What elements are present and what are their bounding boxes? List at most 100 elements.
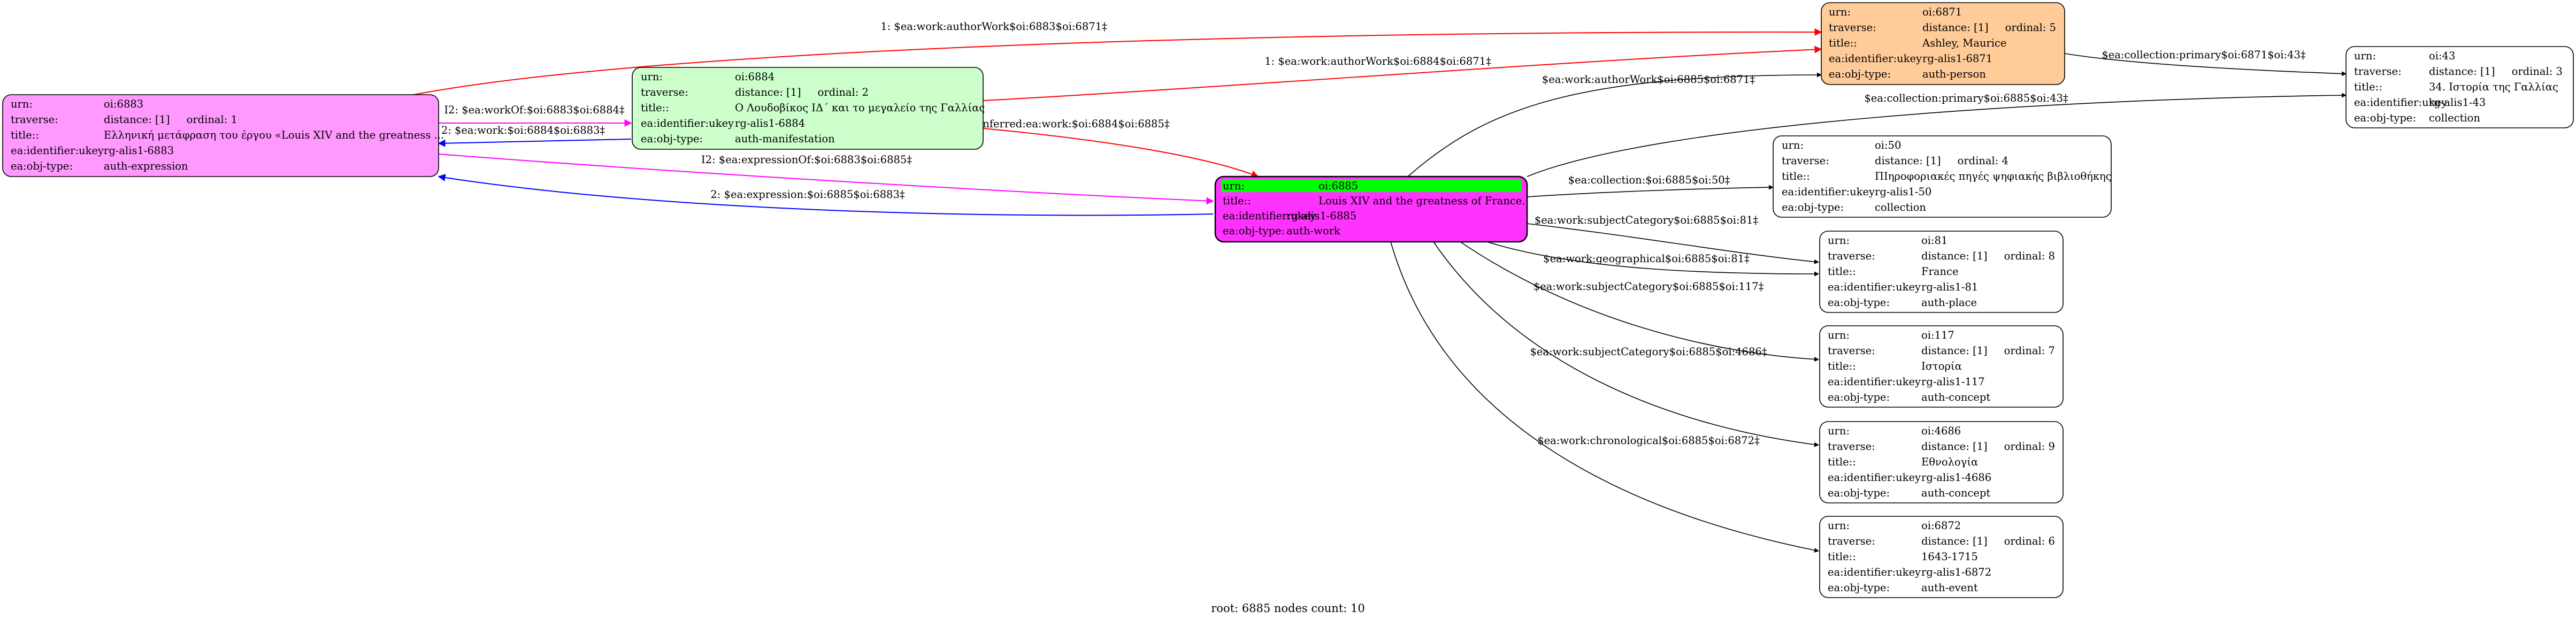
node-6884-key-2: title::	[641, 102, 669, 114]
node-6871-val-0: oi:6871	[1922, 6, 1962, 18]
node-4686-key-4: ea:obj-type:	[1828, 487, 1890, 499]
node-81-key-2: title::	[1828, 265, 1856, 278]
node-50-val-1: distance: [1] ordinal: 4	[1875, 155, 2008, 167]
node-43-key-2: title::	[2354, 81, 2382, 93]
node-6884-val-0: oi:6884	[735, 71, 775, 83]
node-50-key-1: traverse:	[1782, 155, 1829, 167]
node-oi-81[interactable]: urn: oi:81 traverse: distance: [1] ordin…	[1819, 231, 2064, 313]
node-50-key-0: urn:	[1782, 139, 1804, 151]
node-6885-key-3: ea:obj-type:	[1223, 225, 1285, 237]
edge-label-6884-6871: 1: $ea:work:authorWork$oi:6884$oi:6871‡	[1264, 55, 1491, 67]
node-4686-val-0: oi:4686	[1921, 425, 1961, 437]
edge-label-6885-81-subject: $ea:work:subjectCategory$oi:6885$oi:81‡	[1535, 214, 1759, 226]
node-oi-117[interactable]: urn: oi:117 traverse: distance: [1] ordi…	[1819, 325, 2064, 408]
edge-label-6885-43: $ea:collection:primary$oi:6885$oi:43‡	[1864, 92, 2068, 104]
node-6883-val-4: auth-expression	[104, 160, 188, 172]
node-50-key-2: title::	[1782, 170, 1810, 182]
node-6883-key-3: ea:identifier:ukey	[11, 144, 104, 157]
node-6883-val-1: distance: [1] ordinal: 1	[104, 113, 237, 126]
node-50-val-0: oi:50	[1875, 139, 1901, 151]
node-50-key-4: ea:obj-type:	[1782, 201, 1844, 213]
node-6871-key-0: urn:	[1829, 6, 1851, 18]
node-117-key-4: ea:obj-type:	[1828, 391, 1890, 403]
node-43-key-0: urn:	[2354, 50, 2376, 62]
edge-6885-6871	[1407, 72, 1822, 177]
node-oi-6885-root[interactable]: urn: oi:6885 title:: Louis XIV and the g…	[1214, 175, 1528, 243]
node-4686-val-3: rg-alis1-4686	[1921, 471, 1991, 484]
node-oi-4686[interactable]: urn: oi:4686 traverse: distance: [1] ord…	[1819, 421, 2064, 503]
node-50-val-2: ΠΙηροφοριακές πηγές ψηφιακής βιβλιοθήκης	[1875, 170, 2112, 182]
node-6885-val-1: Louis XIV and the greatness of France.	[1318, 195, 1525, 207]
node-81-val-3: rg-alis1-81	[1921, 281, 1978, 293]
edge-label-6884-6883: 2: $ea:work:$oi:6884$oi:6883‡	[441, 124, 605, 136]
node-6885-val-3: auth-work	[1286, 225, 1340, 237]
node-4686-val-4: auth-concept	[1921, 487, 1990, 499]
graph-footer-caption: root: 6885 nodes count: 10	[1211, 602, 1365, 615]
edge-label-6883-6885: I2: $ea:expressionOf:$oi:6883$oi:6885‡	[701, 154, 912, 166]
node-6883-key-0: urn:	[11, 98, 33, 110]
node-oi-50[interactable]: urn: oi:50 traverse: distance: [1] ordin…	[1773, 135, 2112, 218]
edge-label-6885-117: $ea:work:subjectCategory$oi:6885$oi:117‡	[1534, 280, 1764, 293]
edge-6885-81-geo	[1486, 241, 1819, 277]
node-6871-key-4: ea:obj-type:	[1829, 68, 1891, 80]
node-43-key-4: ea:obj-type:	[2354, 112, 2416, 124]
node-6885-key-1: title::	[1223, 195, 1251, 207]
node-117-key-0: urn:	[1828, 329, 1850, 341]
node-6871-key-3: ea:identifier:ukey	[1829, 52, 1922, 65]
node-50-key-3: ea:identifier:ukey	[1782, 186, 1875, 198]
edge-label-6885-6871: $ea:work:authorWork$oi:6885$oi:6871‡	[1542, 73, 1755, 86]
node-43-val-2: 34. Ιστορία της Γαλλίας	[2429, 81, 2558, 93]
edge-label-6885-50: $ea:collection:$oi:6885$oi:50‡	[1568, 174, 1730, 186]
node-6885-key-0: urn:	[1223, 180, 1245, 192]
node-43-key-3: ea:identifier:ukey	[2354, 96, 2447, 109]
node-117-val-4: auth-concept	[1921, 391, 1990, 403]
node-117-val-1: distance: [1] ordinal: 7	[1921, 345, 2055, 357]
edge-label-6885-81-geo: $ea:work:geographical$oi:6885$oi:81‡	[1543, 253, 1750, 265]
node-6872-val-2: 1643-1715	[1921, 551, 1978, 563]
node-81-val-4: auth-place	[1921, 296, 1977, 309]
node-81-key-0: urn:	[1828, 234, 1850, 247]
node-50-val-4: collection	[1875, 201, 1926, 213]
edge-6885-6883	[438, 174, 1214, 216]
node-4686-val-1: distance: [1] ordinal: 9	[1921, 440, 2055, 453]
node-43-val-3: rg-alis1-43	[2429, 96, 2486, 109]
edge-6884-6883	[438, 139, 632, 147]
node-117-val-2: Ιστορία	[1921, 360, 1962, 372]
node-oi-6883[interactable]: urn: oi:6883 traverse: distance: [1] ord…	[2, 94, 444, 177]
node-43-key-1: traverse:	[2354, 65, 2402, 78]
node-6883-val-0: oi:6883	[104, 98, 143, 110]
node-6884-key-0: urn:	[641, 71, 663, 83]
edge-label-6885-6883: 2: $ea:expression:$oi:6885$oi:6883‡	[710, 188, 904, 201]
node-43-val-4: collection	[2429, 112, 2480, 124]
node-oi-43[interactable]: urn: oi:43 traverse: distance: [1] ordin…	[2345, 46, 2574, 128]
node-oi-6884[interactable]: urn: oi:6884 traverse: distance: [1] ord…	[632, 67, 985, 150]
node-6883-val-3: rg-alis1-6883	[104, 144, 174, 157]
edge-label-6884-6885: 1: $inferred:ea:work:$oi:6884$oi:6885‡	[959, 118, 1169, 130]
node-oi-6872[interactable]: urn: oi:6872 traverse: distance: [1] ord…	[1819, 516, 2064, 598]
node-6871-key-1: traverse:	[1829, 21, 1876, 34]
node-6885-val-2: rg-alis1-6885	[1286, 210, 1356, 222]
edge-layer: 1: $ea:work:authorWork$oi:6883$oi:6871‡ …	[410, 20, 2347, 553]
edge-6884-6885	[983, 128, 1259, 178]
edge-label-6871-43: $ea:collection:primary$oi:6871$oi:43‡	[2102, 49, 2306, 61]
node-117-key-1: traverse:	[1828, 345, 1875, 357]
node-6884-key-3: ea:identifier:ukey	[641, 117, 734, 129]
node-6884-val-1: distance: [1] ordinal: 2	[735, 86, 869, 98]
node-50-val-3: rg-alis1-50	[1875, 186, 1931, 198]
edge-6883-6871	[410, 28, 1822, 96]
node-6884-key-1: traverse:	[641, 86, 688, 98]
edge-6884-6871	[983, 45, 1822, 101]
node-6871-val-1: distance: [1] ordinal: 5	[1922, 21, 2056, 34]
node-6872-key-1: traverse:	[1828, 535, 1875, 547]
node-6883-key-1: traverse:	[11, 113, 58, 126]
node-4686-key-3: ea:identifier:ukey	[1828, 471, 1921, 484]
node-6872-key-3: ea:identifier:ukey	[1828, 566, 1921, 578]
node-81-key-3: ea:identifier:ukey	[1828, 281, 1921, 293]
node-117-val-3: rg-alis1-117	[1921, 376, 1985, 388]
node-6885-key-2: ea:identifier:ukey	[1223, 210, 1316, 222]
node-4686-key-2: title::	[1828, 456, 1856, 468]
node-6871-key-2: title::	[1829, 37, 1857, 49]
edge-6883-6885	[438, 154, 1214, 205]
node-oi-6871[interactable]: urn: oi:6871 traverse: distance: [1] ord…	[1821, 2, 2065, 85]
